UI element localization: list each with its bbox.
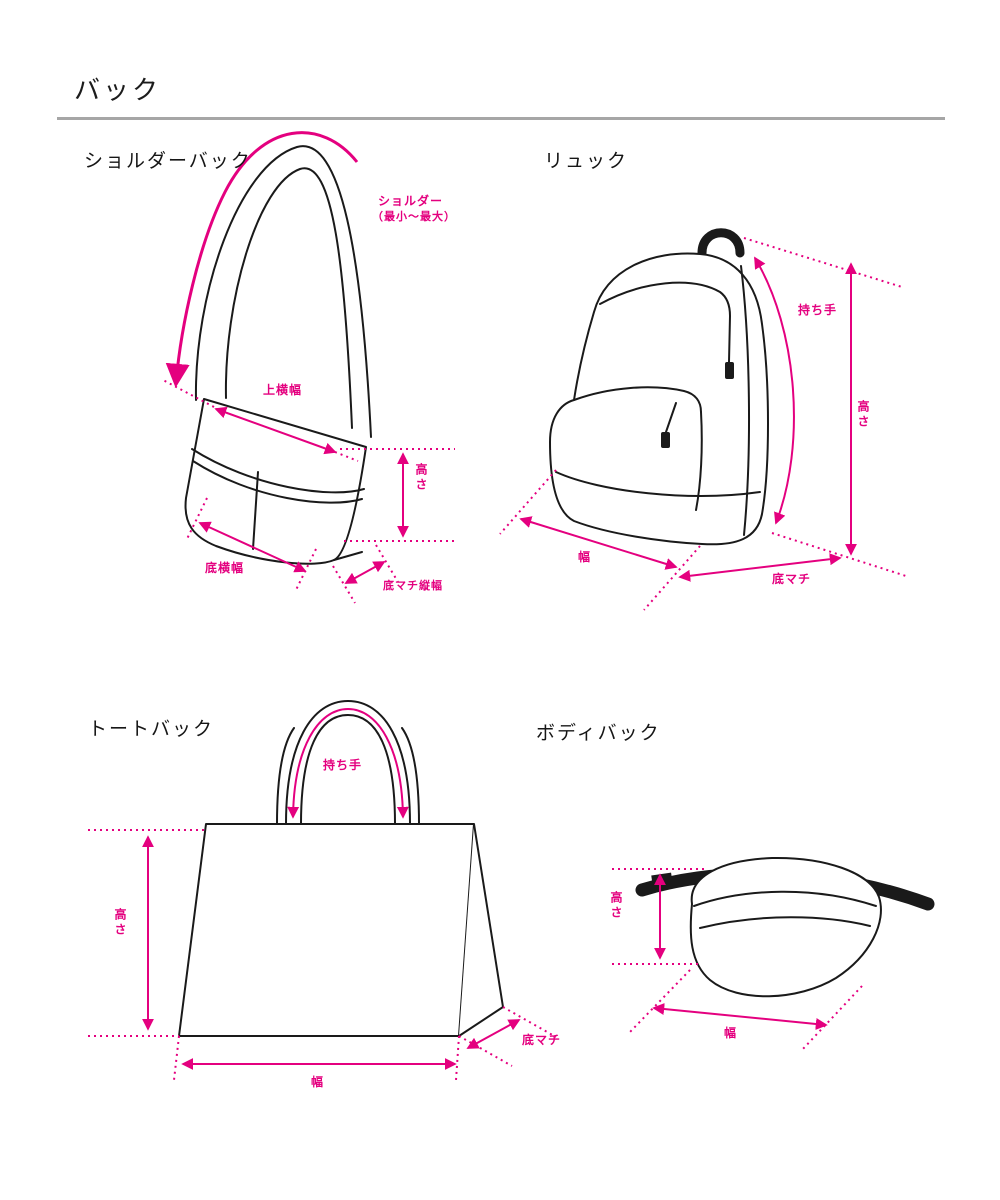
tote-bag-illustration (178, 700, 504, 1037)
backpack-main-zipper (599, 281, 731, 363)
backpack-handle-arc (754, 256, 795, 525)
backpack-gusset-dimension (678, 553, 842, 582)
body-width-label: 幅 (724, 1026, 738, 1040)
shoulder-strap-arrow (165, 131, 359, 388)
backpack-height-label: 高さ (856, 400, 870, 430)
tote-handle-label: 持ち手 (323, 758, 363, 772)
page-title: バック (74, 75, 162, 105)
backpack-handle (697, 228, 745, 258)
body-width-witness-right (801, 985, 863, 1051)
top-width-extension-right (334, 451, 359, 462)
body-bag-buckle (651, 872, 673, 889)
backpack-zipper-pull-1 (725, 362, 734, 379)
tote-width-witness-left (173, 1035, 180, 1081)
tote-front-panel (178, 823, 475, 1037)
shoulder-strap-outer (194, 145, 372, 438)
body-bag-illustration (635, 856, 935, 998)
body-width-dimension (652, 1003, 828, 1030)
tote-handle-arc (287, 707, 409, 819)
backpack-handle-label: 持ち手 (798, 303, 838, 317)
tote-back-handle-right (401, 727, 420, 825)
backpack-dimensions (499, 237, 907, 611)
backpack-pocket-right-edge (695, 411, 703, 511)
backpack-width-label: 幅 (578, 550, 592, 564)
bottom-gusset-witness-left (332, 565, 356, 604)
shoulder-bag-dimensions (162, 131, 455, 604)
tote-back-handle-left (276, 727, 295, 825)
shoulder-strap-label-line2: （最小〜最大） (372, 211, 456, 223)
body-bag-pouch (689, 856, 882, 998)
tote-section-title: トートバック (88, 719, 215, 740)
shoulder-strap-label-line1: ショルダー (378, 194, 444, 208)
tote-gusset-label: 底マチ (522, 1033, 562, 1047)
backpack-width-dimension (519, 516, 678, 570)
backpack-zipper-pull-2 (661, 432, 670, 448)
shoulder-top-width-label: 上横幅 (263, 383, 303, 397)
tote-bag-dimensions (88, 707, 557, 1081)
divider (57, 117, 945, 120)
shoulder-bottom-gusset-label: 底マチ縦幅 (383, 580, 443, 592)
shoulder-pocket-top (192, 460, 363, 504)
tote-gusset-witness-right (502, 1006, 557, 1038)
body-bag-dimensions (612, 868, 863, 1051)
shoulder-section-title: ショルダーバック (84, 151, 252, 172)
shoulder-flap-edge (191, 448, 365, 494)
tote-width-witness-right (455, 1035, 460, 1081)
bottom-width-witness-right (294, 548, 317, 593)
backpack-width-witness-right (643, 545, 701, 611)
top-width-dimension (214, 406, 337, 455)
body-bag-seam (693, 890, 877, 907)
shoulder-bottom-width-label: 底横幅 (205, 561, 245, 575)
shoulder-bottom-gusset-line (333, 551, 363, 561)
backpack-illustration (549, 228, 769, 546)
backpack-body (549, 252, 769, 546)
backpack-pocket-zipper (573, 386, 702, 413)
bottom-gusset-dimension (344, 561, 386, 584)
body-section-title: ボディバック (536, 723, 661, 744)
tote-gusset-witness-left (458, 1035, 513, 1067)
top-width-extension-left (162, 379, 215, 408)
shoulder-height-label: 高さ (414, 463, 428, 493)
backpack-bottom-seam (555, 471, 761, 497)
tote-width-label: 幅 (311, 1075, 325, 1089)
backpack-gusset-label: 底マチ (772, 572, 812, 586)
shoulder-bag-body (184, 398, 367, 565)
tote-gusset-dimension (466, 1019, 521, 1049)
bottom-gusset-witness-right (375, 544, 399, 583)
backpack-side-seam (740, 265, 751, 536)
bottom-width-witness-left (185, 497, 208, 542)
shoulder-bag-illustration (184, 145, 372, 565)
backpack-pocket-pull-cord (665, 402, 677, 433)
body-width-witness-left (629, 969, 691, 1033)
bottom-width-dimension (198, 521, 307, 573)
backpack-width-witness-left (499, 469, 557, 535)
tote-height-label: 高さ (113, 908, 127, 938)
backpack-witness-top (743, 237, 903, 288)
body-bag-zipper-line (699, 916, 871, 929)
body-height-label: 高さ (609, 891, 623, 921)
shoulder-strap-inner (224, 167, 353, 429)
backpack-section-title: リュック (544, 151, 629, 172)
